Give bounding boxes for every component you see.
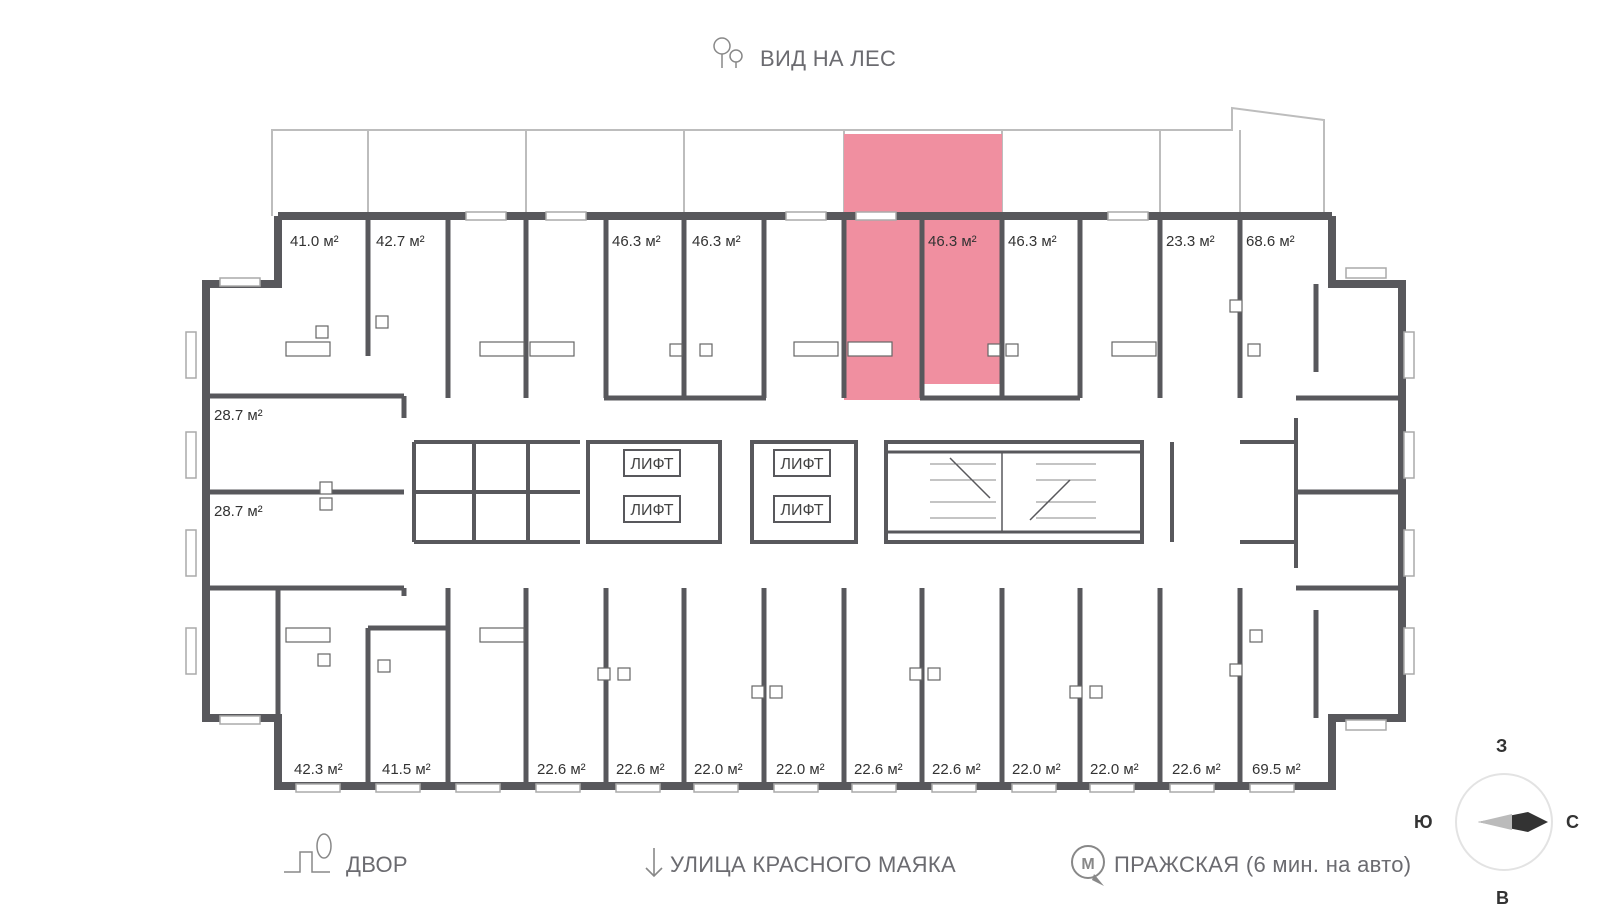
window [465, 211, 507, 221]
apartment-area[interactable]: 68.6 м² [1246, 233, 1295, 250]
compass-west-label: Ю [1414, 812, 1433, 832]
apartment-area[interactable]: 42.3 м² [294, 761, 343, 778]
compass-south-label: В [1496, 888, 1509, 908]
stove-icon [315, 325, 329, 339]
svg-text:M: M [1081, 856, 1094, 873]
building-core: ЛИФТ ЛИФТ ЛИФТ ЛИФТ [412, 418, 1298, 568]
stove-icon [319, 481, 333, 495]
stove-icon [699, 343, 713, 357]
apartment-area[interactable]: 41.0 м² [290, 233, 339, 250]
staircase [884, 440, 1144, 544]
window [1089, 783, 1135, 793]
view-caption-forest: ВИД НА ЛЕС [760, 46, 897, 71]
bathroom-fixtures [285, 299, 1263, 699]
apartment-area[interactable]: 28.7 м² [214, 503, 263, 520]
stove-icon [377, 659, 391, 673]
apartment-area[interactable]: 46.3 м² [692, 233, 741, 250]
stove-icon [597, 667, 611, 681]
window [851, 783, 897, 793]
stove-icon [317, 653, 331, 667]
apartment-area[interactable]: 69.5 м² [1252, 761, 1301, 778]
apartment-area[interactable]: 22.0 м² [776, 761, 825, 778]
stove-icon [1229, 663, 1243, 677]
apartment-area-selected[interactable]: 46.3 м² [928, 233, 977, 250]
yard-caption: ДВОР [346, 852, 408, 877]
apartment-area[interactable]: 22.6 м² [1172, 761, 1221, 778]
apartment-area[interactable]: 22.0 м² [1012, 761, 1061, 778]
stove-icon [909, 667, 923, 681]
stove-icon [769, 685, 783, 699]
stove-icon [751, 685, 765, 699]
stove-icon [1069, 685, 1083, 699]
apartment-areas: 41.0 м² 42.7 м² 46.3 м² 46.3 м² 46.3 м² … [214, 233, 1301, 778]
stove-icon [1247, 343, 1261, 357]
apartment-area[interactable]: 22.6 м² [854, 761, 903, 778]
window [931, 783, 977, 793]
apartment-area[interactable]: 22.6 м² [537, 761, 586, 778]
stove-icon [927, 667, 941, 681]
stove-icon [669, 343, 683, 357]
lift-label: ЛИФТ [630, 456, 673, 473]
window [1169, 783, 1215, 793]
metro-icon: M [1071, 845, 1105, 886]
compass-north-label: З [1496, 736, 1508, 756]
window [1011, 783, 1057, 793]
lift-label: ЛИФТ [780, 456, 823, 473]
down-arrow-icon [645, 848, 663, 878]
apartment-area[interactable]: 22.0 м² [694, 761, 743, 778]
compass-arrow-icon [1478, 812, 1548, 832]
playground-icon [284, 833, 332, 873]
stove-icon [1249, 629, 1263, 643]
street-caption: УЛИЦА КРАСНОГО МАЯКА [670, 852, 956, 877]
windows [185, 211, 1415, 793]
apartment-area[interactable]: 41.5 м² [382, 761, 431, 778]
window [295, 783, 341, 793]
window [375, 783, 421, 793]
window [535, 783, 581, 793]
window [773, 783, 819, 793]
apartment-area[interactable]: 22.6 м² [932, 761, 981, 778]
stove-icon [1229, 299, 1243, 313]
compass [1455, 773, 1553, 871]
apartment-area[interactable]: 22.0 м² [1090, 761, 1139, 778]
stove-icon [987, 343, 1001, 357]
stove-icon [319, 497, 333, 511]
stove-icon [375, 315, 389, 329]
apartment-area[interactable]: 22.6 м² [616, 761, 665, 778]
balcony-outline [271, 106, 1325, 216]
apartment-area[interactable]: 46.3 м² [612, 233, 661, 250]
window [785, 211, 827, 221]
window [1249, 783, 1295, 793]
metro-caption: ПРАЖСКАЯ (6 мин. на авто) [1114, 852, 1412, 877]
lift-label: ЛИФТ [780, 502, 823, 519]
apartment-area[interactable]: 42.7 м² [376, 233, 425, 250]
apartment-area[interactable]: 28.7 м² [214, 407, 263, 424]
window [1107, 211, 1149, 221]
stove-icon [1089, 685, 1103, 699]
stove-icon [617, 667, 631, 681]
window [615, 783, 661, 793]
stove-icon [1005, 343, 1019, 357]
window [455, 783, 501, 793]
compass-east-label: С [1566, 812, 1579, 832]
selected-apartment-highlight[interactable] [844, 134, 1002, 400]
window [545, 211, 587, 221]
lift-label: ЛИФТ [630, 502, 673, 519]
apartment-area[interactable]: 23.3 м² [1166, 233, 1215, 250]
window [693, 783, 739, 793]
apartment-area[interactable]: 46.3 м² [1008, 233, 1057, 250]
interior-walls [206, 216, 1402, 786]
tree-icon [713, 37, 743, 68]
window [855, 211, 897, 221]
